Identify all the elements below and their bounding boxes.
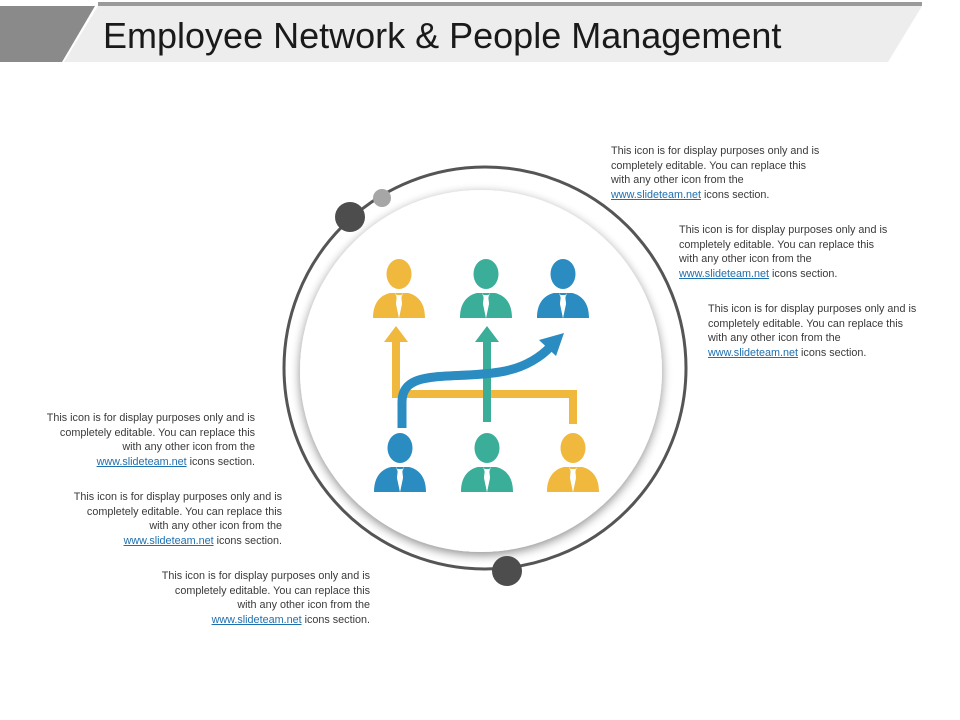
note-right-2: This icon is for display purposes only a…	[679, 223, 889, 281]
tie-bottom-3	[570, 469, 576, 492]
tie-top-2	[483, 295, 489, 318]
header-light-bar	[64, 6, 922, 62]
decor-dot-dark-top	[335, 202, 365, 232]
note-text: This icon is for display purposes only a…	[679, 224, 888, 266]
connector-yellow-up	[392, 340, 400, 398]
note-right-3: This icon is for display purposes only a…	[708, 302, 918, 360]
header-dark-tab	[0, 6, 95, 62]
tie-bottom-2	[484, 469, 490, 492]
arrow-head-blue	[539, 333, 564, 356]
note-link[interactable]: www.slideteam.net	[611, 188, 702, 201]
note-right-1: This icon is for display purposes only a…	[611, 144, 821, 202]
arrow-head-yellow	[384, 326, 408, 342]
arrow-head-teal	[475, 326, 499, 342]
note-text: This icon is for display purposes only a…	[708, 303, 917, 345]
note-suffix: icons section.	[704, 188, 770, 201]
note-link[interactable]: www.slideteam.net	[679, 267, 770, 280]
note-text: This icon is for display purposes only a…	[161, 570, 370, 612]
connector-lines	[384, 326, 577, 428]
curved-arrow-blue	[397, 342, 555, 428]
outer-ring	[282, 165, 688, 571]
note-link[interactable]: www.slideteam.net	[123, 534, 214, 547]
tie-top-1	[396, 295, 402, 318]
note-suffix: icons section.	[216, 534, 282, 547]
note-left-1: This icon is for display purposes only a…	[45, 411, 255, 469]
note-suffix: icons section.	[189, 455, 255, 468]
tie-bottom-1	[397, 469, 403, 492]
note-left-3: This icon is for display purposes only a…	[160, 569, 370, 627]
note-left-2: This icon is for display purposes only a…	[72, 490, 282, 548]
note-text: This icon is for display purposes only a…	[611, 145, 820, 187]
page-title: Employee Network & People Management	[103, 15, 782, 56]
note-suffix: icons section.	[304, 613, 370, 626]
note-text: This icon is for display purposes only a…	[46, 412, 255, 454]
connector-right-drop	[569, 390, 577, 424]
header-shape	[0, 2, 922, 62]
note-suffix: icons section.	[772, 267, 838, 280]
decor-dot-dark-bottom	[492, 556, 522, 586]
header-top-line	[98, 2, 922, 6]
note-text: This icon is for display purposes only a…	[73, 491, 282, 533]
tie-top-3	[560, 295, 566, 318]
connector-teal-up	[483, 340, 491, 422]
decor-dot-light-top	[373, 189, 391, 207]
note-link[interactable]: www.slideteam.net	[708, 346, 799, 359]
header-banner: Employee Network & People Management	[0, 0, 960, 66]
note-link[interactable]: www.slideteam.net	[211, 613, 302, 626]
note-link[interactable]: www.slideteam.net	[96, 455, 187, 468]
note-suffix: icons section.	[801, 346, 867, 359]
